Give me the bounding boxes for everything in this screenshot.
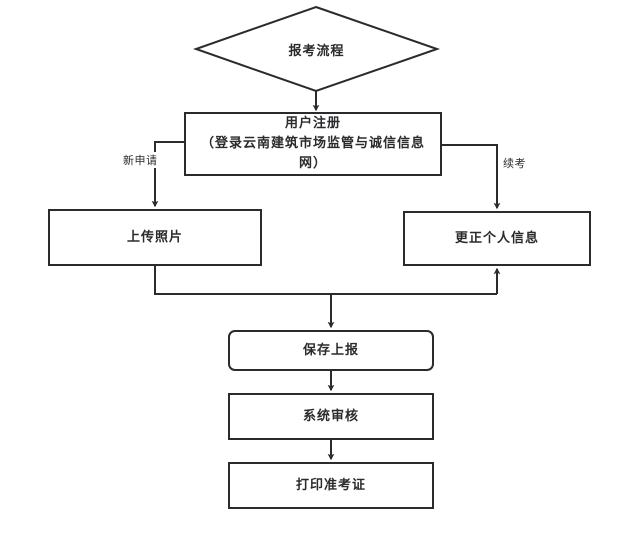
node-print-admission-ticket-label: 打印准考证 <box>295 477 366 493</box>
start-diamond: 报考流程 <box>195 6 438 92</box>
node-correct-personal-info-label: 更正个人信息 <box>454 230 539 246</box>
edge-register-to-correct <box>442 144 501 210</box>
node-print-admission-ticket: 打印准考证 <box>228 462 434 509</box>
node-system-review: 系统审核 <box>228 393 434 440</box>
node-upload-photo: 上传照片 <box>48 209 262 266</box>
node-upload-photo-label: 上传照片 <box>126 229 183 245</box>
node-save-report: 保存上报 <box>228 330 434 371</box>
node-correct-personal-info: 更正个人信息 <box>403 211 591 266</box>
edge-register-to-upload <box>151 141 184 208</box>
node-system-review-label: 系统审核 <box>302 408 359 424</box>
edge-label-new-application: 新申请 <box>122 152 159 168</box>
node-save-report-label: 保存上报 <box>302 342 359 358</box>
edge-upload-to-bus <box>154 266 497 295</box>
edge-label-continued-exam: 续考 <box>502 155 527 171</box>
start-diamond-label: 报考流程 <box>288 43 345 59</box>
node-user-register-label: 用户注册 （登录云南建筑市场监管与诚信信息网） <box>200 116 425 171</box>
node-user-register: 用户注册 （登录云南建筑市场监管与诚信信息网） <box>184 112 442 176</box>
